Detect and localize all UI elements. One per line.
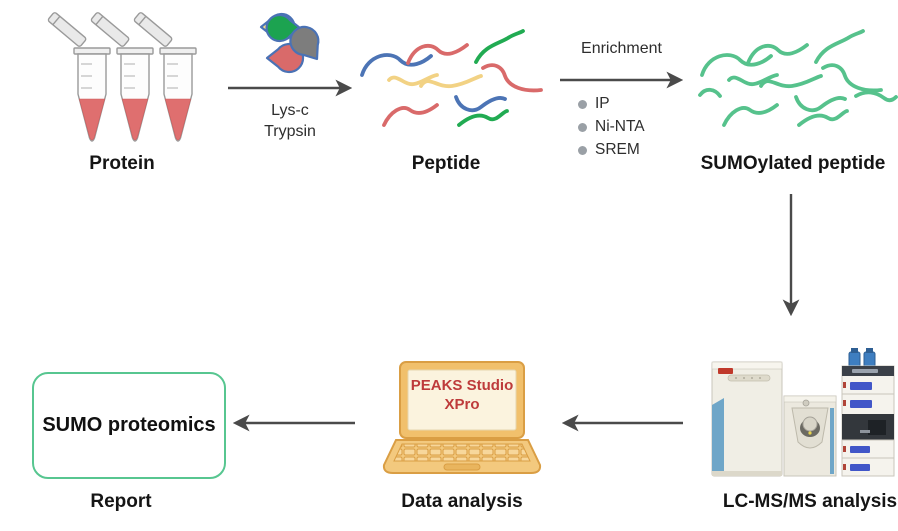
hplc-stack-icon (841, 348, 895, 477)
list-item: Ni-NTA (578, 118, 645, 136)
report-label: Report (90, 491, 152, 512)
lys-c-text: Lys-c (271, 102, 309, 119)
enrichment-method-list: IP Ni-NTA SREM (578, 95, 645, 159)
microcentrifuge-tube-icon (90, 12, 154, 142)
bullet-dot-icon (578, 145, 587, 155)
xpro-text: XPro (444, 396, 480, 413)
peptide-squiggles-icon (360, 29, 543, 127)
protein-label: Protein (89, 153, 155, 174)
enzyme-pacman-icons (259, 12, 320, 74)
microcentrifuge-tube-icon (133, 12, 197, 142)
mass-spectrometer-icon (711, 348, 895, 477)
data-analysis-label: Data analysis (401, 491, 523, 512)
digestion-enzymes-note: Lys-c Trypsin (230, 100, 350, 142)
list-item: SREM (578, 141, 645, 159)
trypsin-text: Trypsin (264, 123, 316, 140)
microcentrifuge-tube-icon (47, 12, 111, 142)
sumo-proteomics-text: SUMO proteomics (42, 414, 216, 436)
laptop-icon (382, 361, 542, 474)
peaks-studio-text: PEAKS Studio (410, 377, 514, 394)
peptide-label: Peptide (411, 153, 481, 174)
list-item: IP (578, 95, 645, 113)
protein-tubes-icon (47, 12, 197, 142)
bullet-dot-icon (578, 99, 587, 109)
thermo-logo-badge (718, 368, 733, 374)
enzyme-gray-icon (289, 25, 320, 61)
enrichment-item-label: IP (595, 95, 610, 112)
sumoylated-peptide-squiggles-icon (698, 29, 898, 127)
enrichment-item-label: SREM (595, 141, 640, 158)
bullet-dot-icon (578, 122, 587, 132)
report-result-box: SUMO proteomics (32, 372, 226, 479)
enrichment-item-label: Ni-NTA (595, 118, 645, 135)
laptop-screen-text: PEAKS Studio XPro (406, 376, 518, 414)
sumoylated-peptide-label: SUMOylated peptide (700, 153, 886, 174)
enrichment-title: Enrichment (581, 40, 662, 57)
lcmsms-analysis-label: LC-MS/MS analysis (722, 491, 898, 512)
